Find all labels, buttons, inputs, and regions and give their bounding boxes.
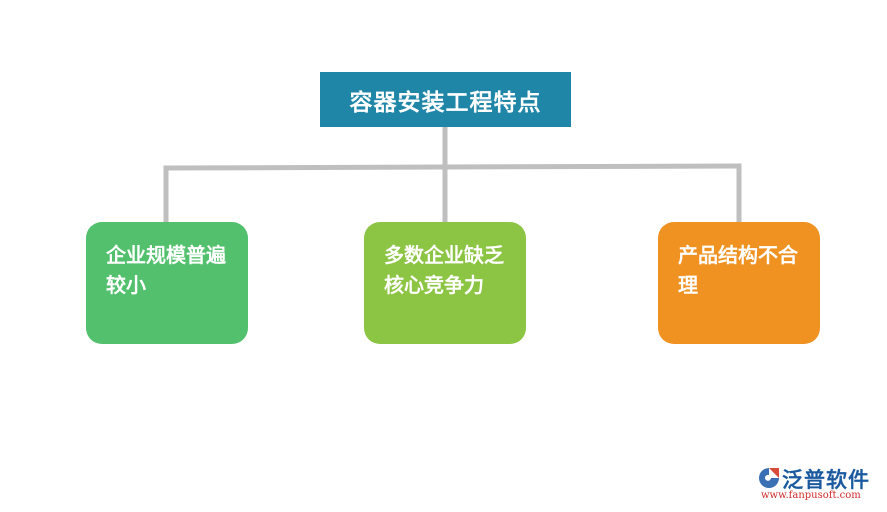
watermark-logo: 泛普软件 www.fanpusoft.com: [757, 464, 882, 504]
child-label: 产品结构不合理: [678, 243, 798, 297]
child-label: 多数企业缺乏核心竞争力: [384, 243, 504, 297]
child-node-competitiveness: 多数企业缺乏核心竞争力: [364, 222, 526, 344]
child-node-product-structure: 产品结构不合理: [658, 222, 820, 344]
child-label: 企业规模普遍较小: [106, 243, 226, 297]
watermark-url: www.fanpusoft.com: [761, 490, 861, 501]
root-label: 容器安装工程特点: [349, 89, 542, 116]
fanpu-logo-icon: [759, 468, 779, 488]
child-node-scale: 企业规模普遍较小: [86, 222, 248, 344]
horizontal-bus-line: [163, 163, 742, 171]
watermark-name: 泛普软件: [782, 468, 870, 492]
root-node: 容器安装工程特点: [320, 72, 571, 127]
